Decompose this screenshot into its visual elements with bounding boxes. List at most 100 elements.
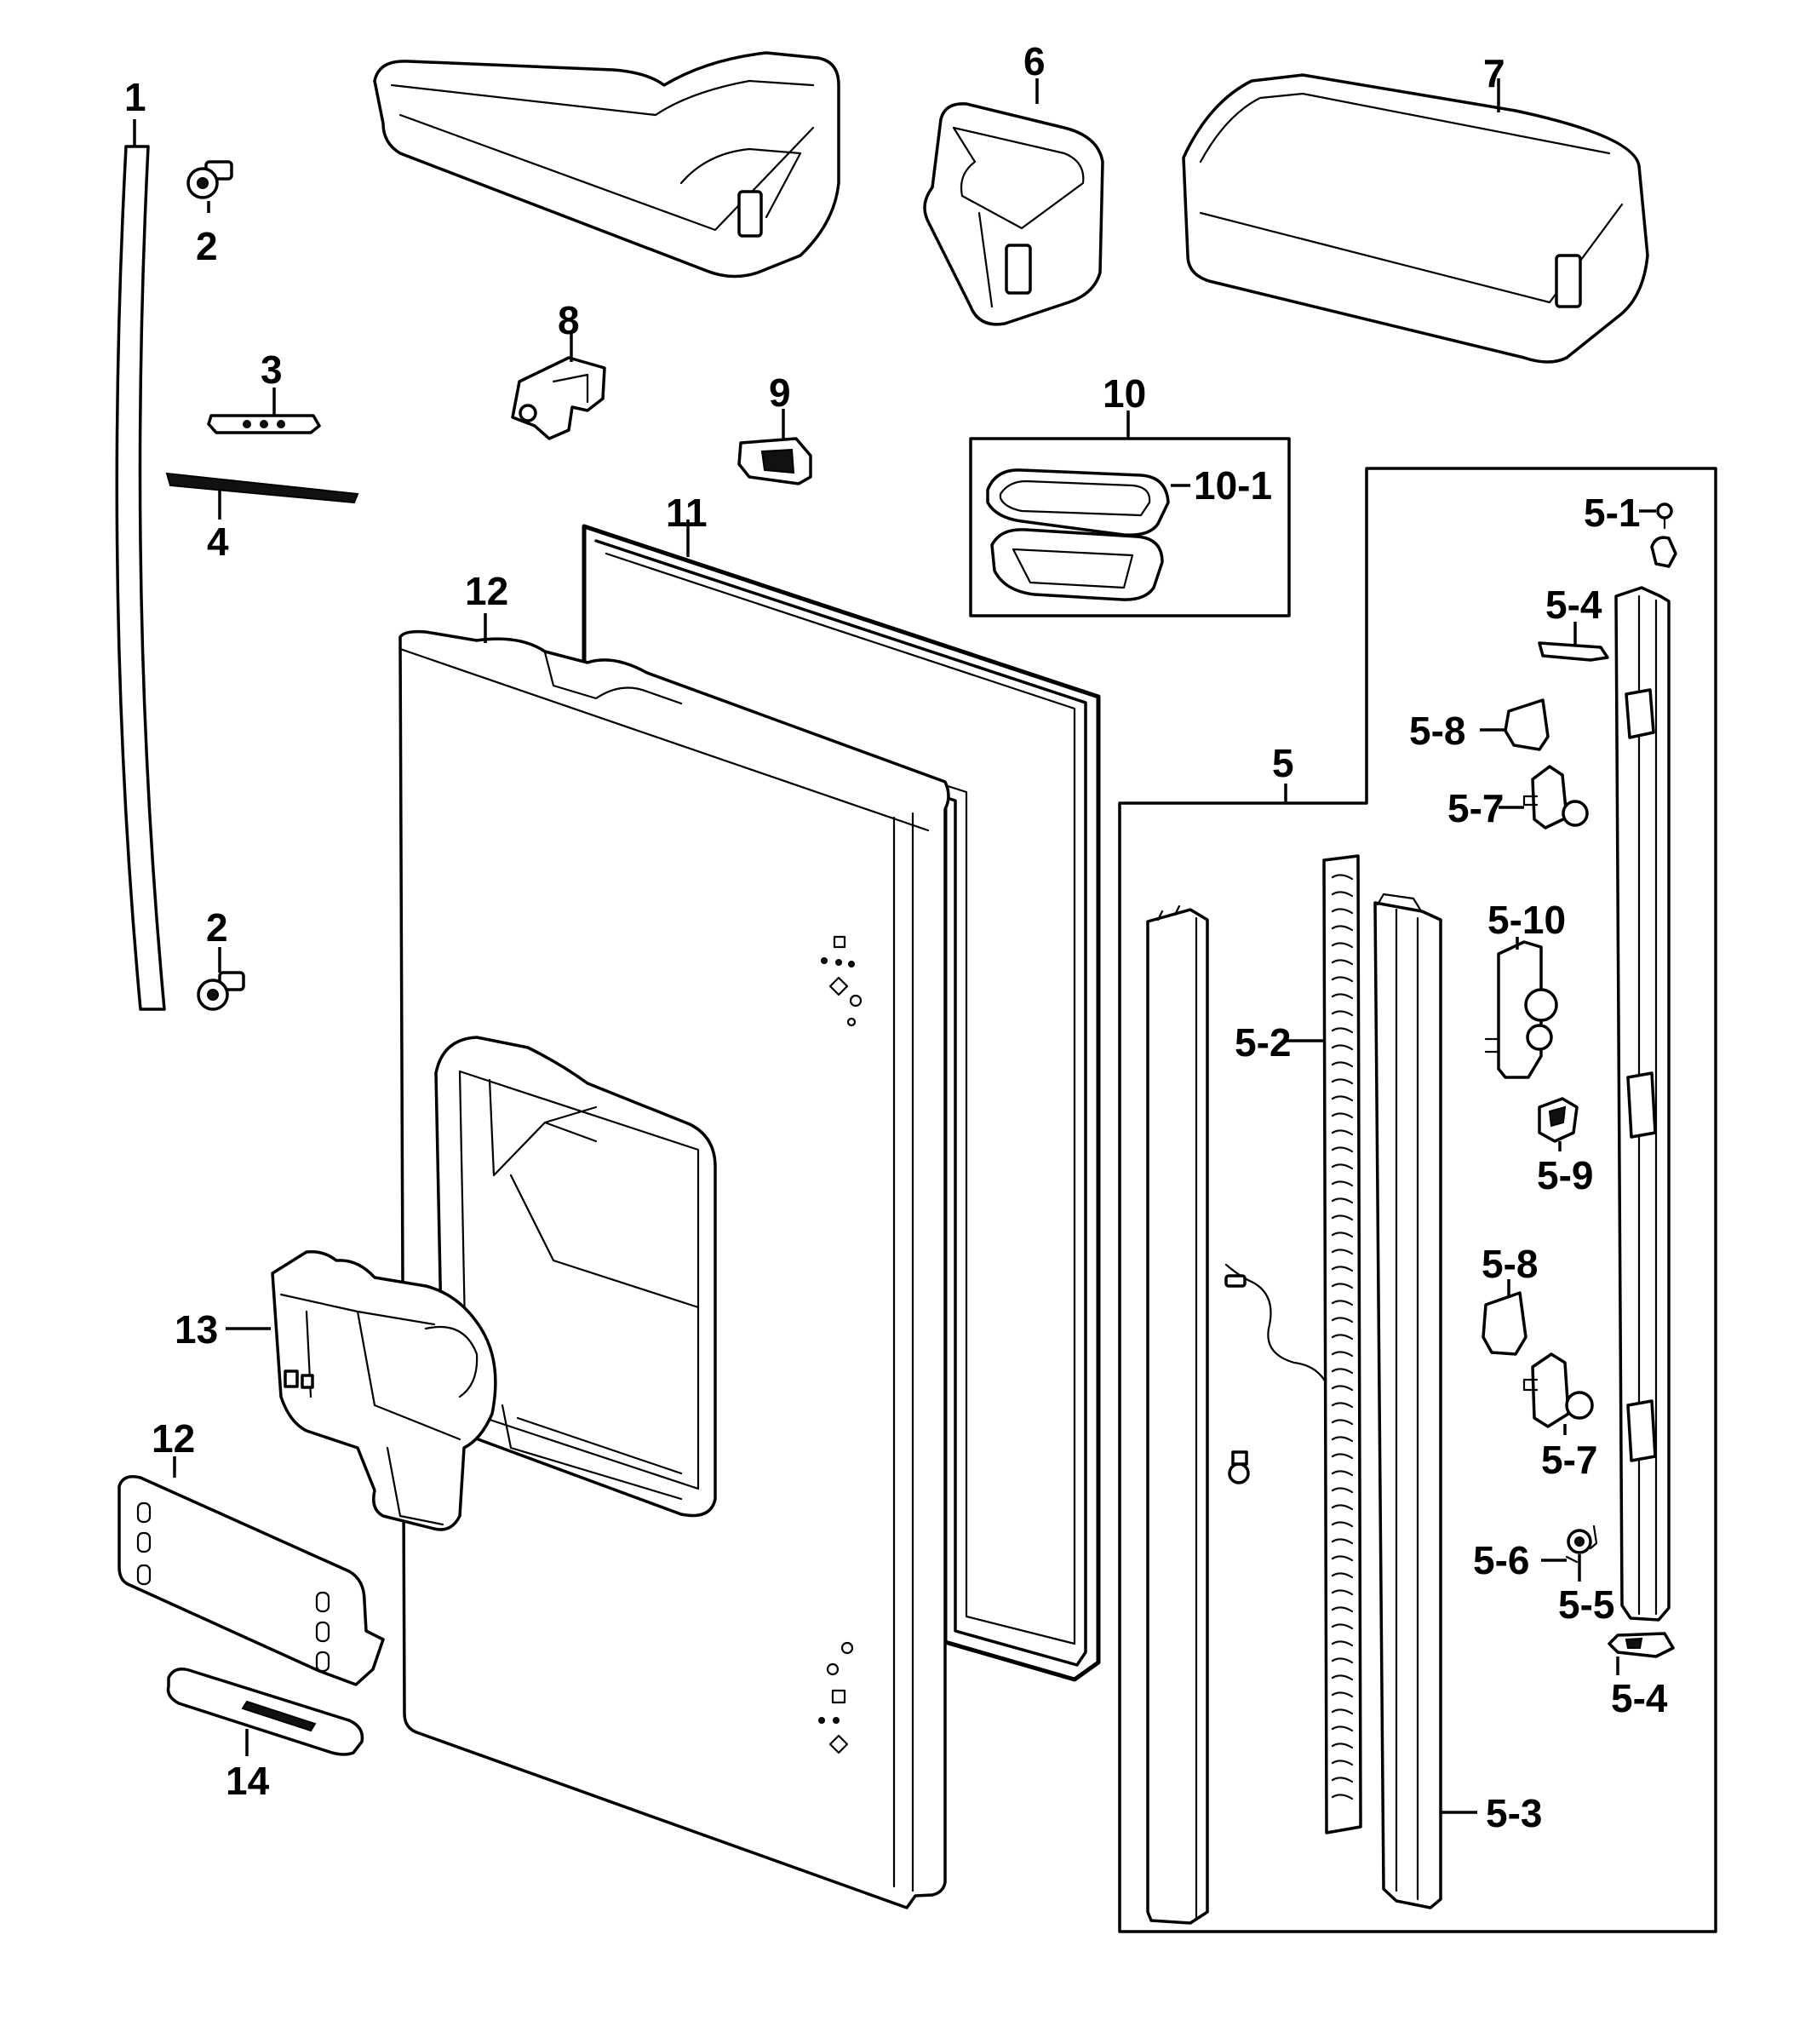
- label-5-2: 5-2: [1235, 1020, 1291, 1065]
- label-1: 1: [124, 75, 146, 119]
- vent-slot: [1331, 1470, 1354, 1477]
- vent-slot: [1331, 1640, 1354, 1647]
- vent-slot: [1331, 976, 1354, 983]
- part-8-hinge-cover: [511, 334, 606, 440]
- vent-slot: [1331, 1708, 1354, 1715]
- label-5-9: 5-9: [1537, 1153, 1593, 1197]
- part-12-lower-panel: [117, 1456, 385, 1686]
- vent-slot: [1331, 908, 1354, 915]
- part-5-group-box: [1118, 467, 1717, 1933]
- vent-slot: [1331, 1555, 1354, 1562]
- vent-slot: [1331, 1010, 1354, 1017]
- vent-slot: [1331, 1061, 1354, 1068]
- vent-slot: [1331, 1385, 1354, 1392]
- vent-slot: [1331, 1725, 1354, 1732]
- part-12-door-panel: [398, 613, 950, 1909]
- vent-slot: [1331, 1146, 1354, 1153]
- vent-slot: [1331, 1589, 1354, 1596]
- vent-slot: [1331, 942, 1354, 949]
- vent-slot: [1331, 1214, 1354, 1221]
- vent-slot: [1331, 1504, 1354, 1511]
- vent-slot: [1331, 1402, 1354, 1409]
- label-5-3: 5-3: [1486, 1791, 1542, 1835]
- vent-slot: [1331, 891, 1354, 898]
- label-10-1: 10-1: [1194, 463, 1272, 508]
- label-5-5: 5-5: [1558, 1582, 1614, 1627]
- vent-slot: [1331, 1334, 1354, 1341]
- label-5-10: 5-10: [1487, 898, 1566, 942]
- label-5-4-top: 5-4: [1545, 583, 1602, 627]
- vent-slot: [1331, 1538, 1354, 1545]
- part-9-clip: [737, 409, 812, 485]
- vent-slot: [1331, 1777, 1354, 1783]
- part-door-bin-large-left: [373, 51, 840, 278]
- vent-slot: [1331, 1487, 1354, 1494]
- vent-slot: [1331, 1232, 1354, 1238]
- vent-slot: [1331, 1572, 1354, 1579]
- part-7-door-bin-right: [1182, 73, 1649, 364]
- label-5-7-top: 5-7: [1447, 786, 1504, 830]
- label-9: 9: [769, 370, 791, 415]
- part-13-dispenser-assembly: [226, 1249, 497, 1531]
- vent-slot: [1331, 1691, 1354, 1698]
- label-5-8-bottom: 5-8: [1482, 1242, 1538, 1286]
- label-11: 11: [666, 491, 708, 535]
- vent-slot: [1331, 1453, 1354, 1460]
- part-labels: 1 2 2 3 4 6 7 8 9 10 10-1 11 12 12 13 14…: [124, 39, 1668, 1835]
- vent-slot: [1331, 1283, 1354, 1289]
- label-5-7-bottom: 5-7: [1541, 1438, 1597, 1482]
- part-10-box: [969, 411, 1291, 617]
- part-2-screw-top: [186, 160, 233, 213]
- vent-slot: [1331, 1351, 1354, 1358]
- vent-slot: [1331, 1044, 1354, 1051]
- label-8: 8: [558, 298, 580, 342]
- part-14-drip-tray: [166, 1668, 364, 1756]
- vent-slot: [1331, 1794, 1354, 1800]
- label-5-4-bottom: 5-4: [1611, 1676, 1668, 1720]
- label-10: 10: [1103, 371, 1146, 416]
- vent-slot: [1331, 1760, 1354, 1766]
- vent-slot: [1331, 1521, 1354, 1528]
- vent-slot: [1331, 1112, 1354, 1119]
- vent-slot: [1331, 1078, 1354, 1085]
- label-12-bottom: 12: [152, 1416, 195, 1461]
- label-2-top: 2: [196, 224, 218, 268]
- vent-slots: [1331, 874, 1354, 1800]
- label-5-1: 5-1: [1584, 491, 1640, 535]
- label-3: 3: [261, 347, 283, 392]
- label-12-top: 12: [465, 569, 508, 613]
- vent-slot: [1331, 1606, 1354, 1613]
- vent-slot: [1331, 959, 1354, 966]
- vent-slot: [1331, 874, 1354, 881]
- vent-slot: [1331, 1129, 1354, 1136]
- label-6: 6: [1023, 39, 1046, 83]
- vent-slot: [1331, 1180, 1354, 1187]
- part-6-door-bin-small: [923, 78, 1104, 326]
- vent-slot: [1331, 1163, 1354, 1170]
- vent-slot: [1331, 1027, 1354, 1034]
- part-4-trim-strip: [165, 472, 359, 520]
- vent-slot: [1331, 1266, 1354, 1272]
- label-2-bottom: 2: [206, 905, 228, 950]
- label-5-8-top: 5-8: [1409, 709, 1465, 753]
- vent-slot: [1331, 1197, 1354, 1204]
- label-7: 7: [1483, 51, 1505, 95]
- vent-slot: [1331, 1317, 1354, 1323]
- part-2-screw-bottom: [197, 947, 245, 1011]
- vent-slot: [1331, 1623, 1354, 1630]
- vent-slot: [1331, 925, 1354, 932]
- label-14: 14: [226, 1759, 270, 1803]
- vent-slot: [1331, 1368, 1354, 1375]
- vent-slot: [1331, 1436, 1354, 1443]
- part-3-bracket-plate: [207, 388, 321, 434]
- vent-slot: [1331, 1743, 1354, 1749]
- vent-slot: [1331, 1300, 1354, 1306]
- vent-slot: [1331, 1674, 1354, 1681]
- vent-slot: [1331, 1657, 1354, 1664]
- label-5: 5: [1272, 741, 1294, 785]
- vent-slot: [1331, 1419, 1354, 1426]
- label-5-6: 5-6: [1473, 1538, 1529, 1582]
- vent-slot: [1331, 1095, 1354, 1102]
- label-4: 4: [207, 520, 229, 564]
